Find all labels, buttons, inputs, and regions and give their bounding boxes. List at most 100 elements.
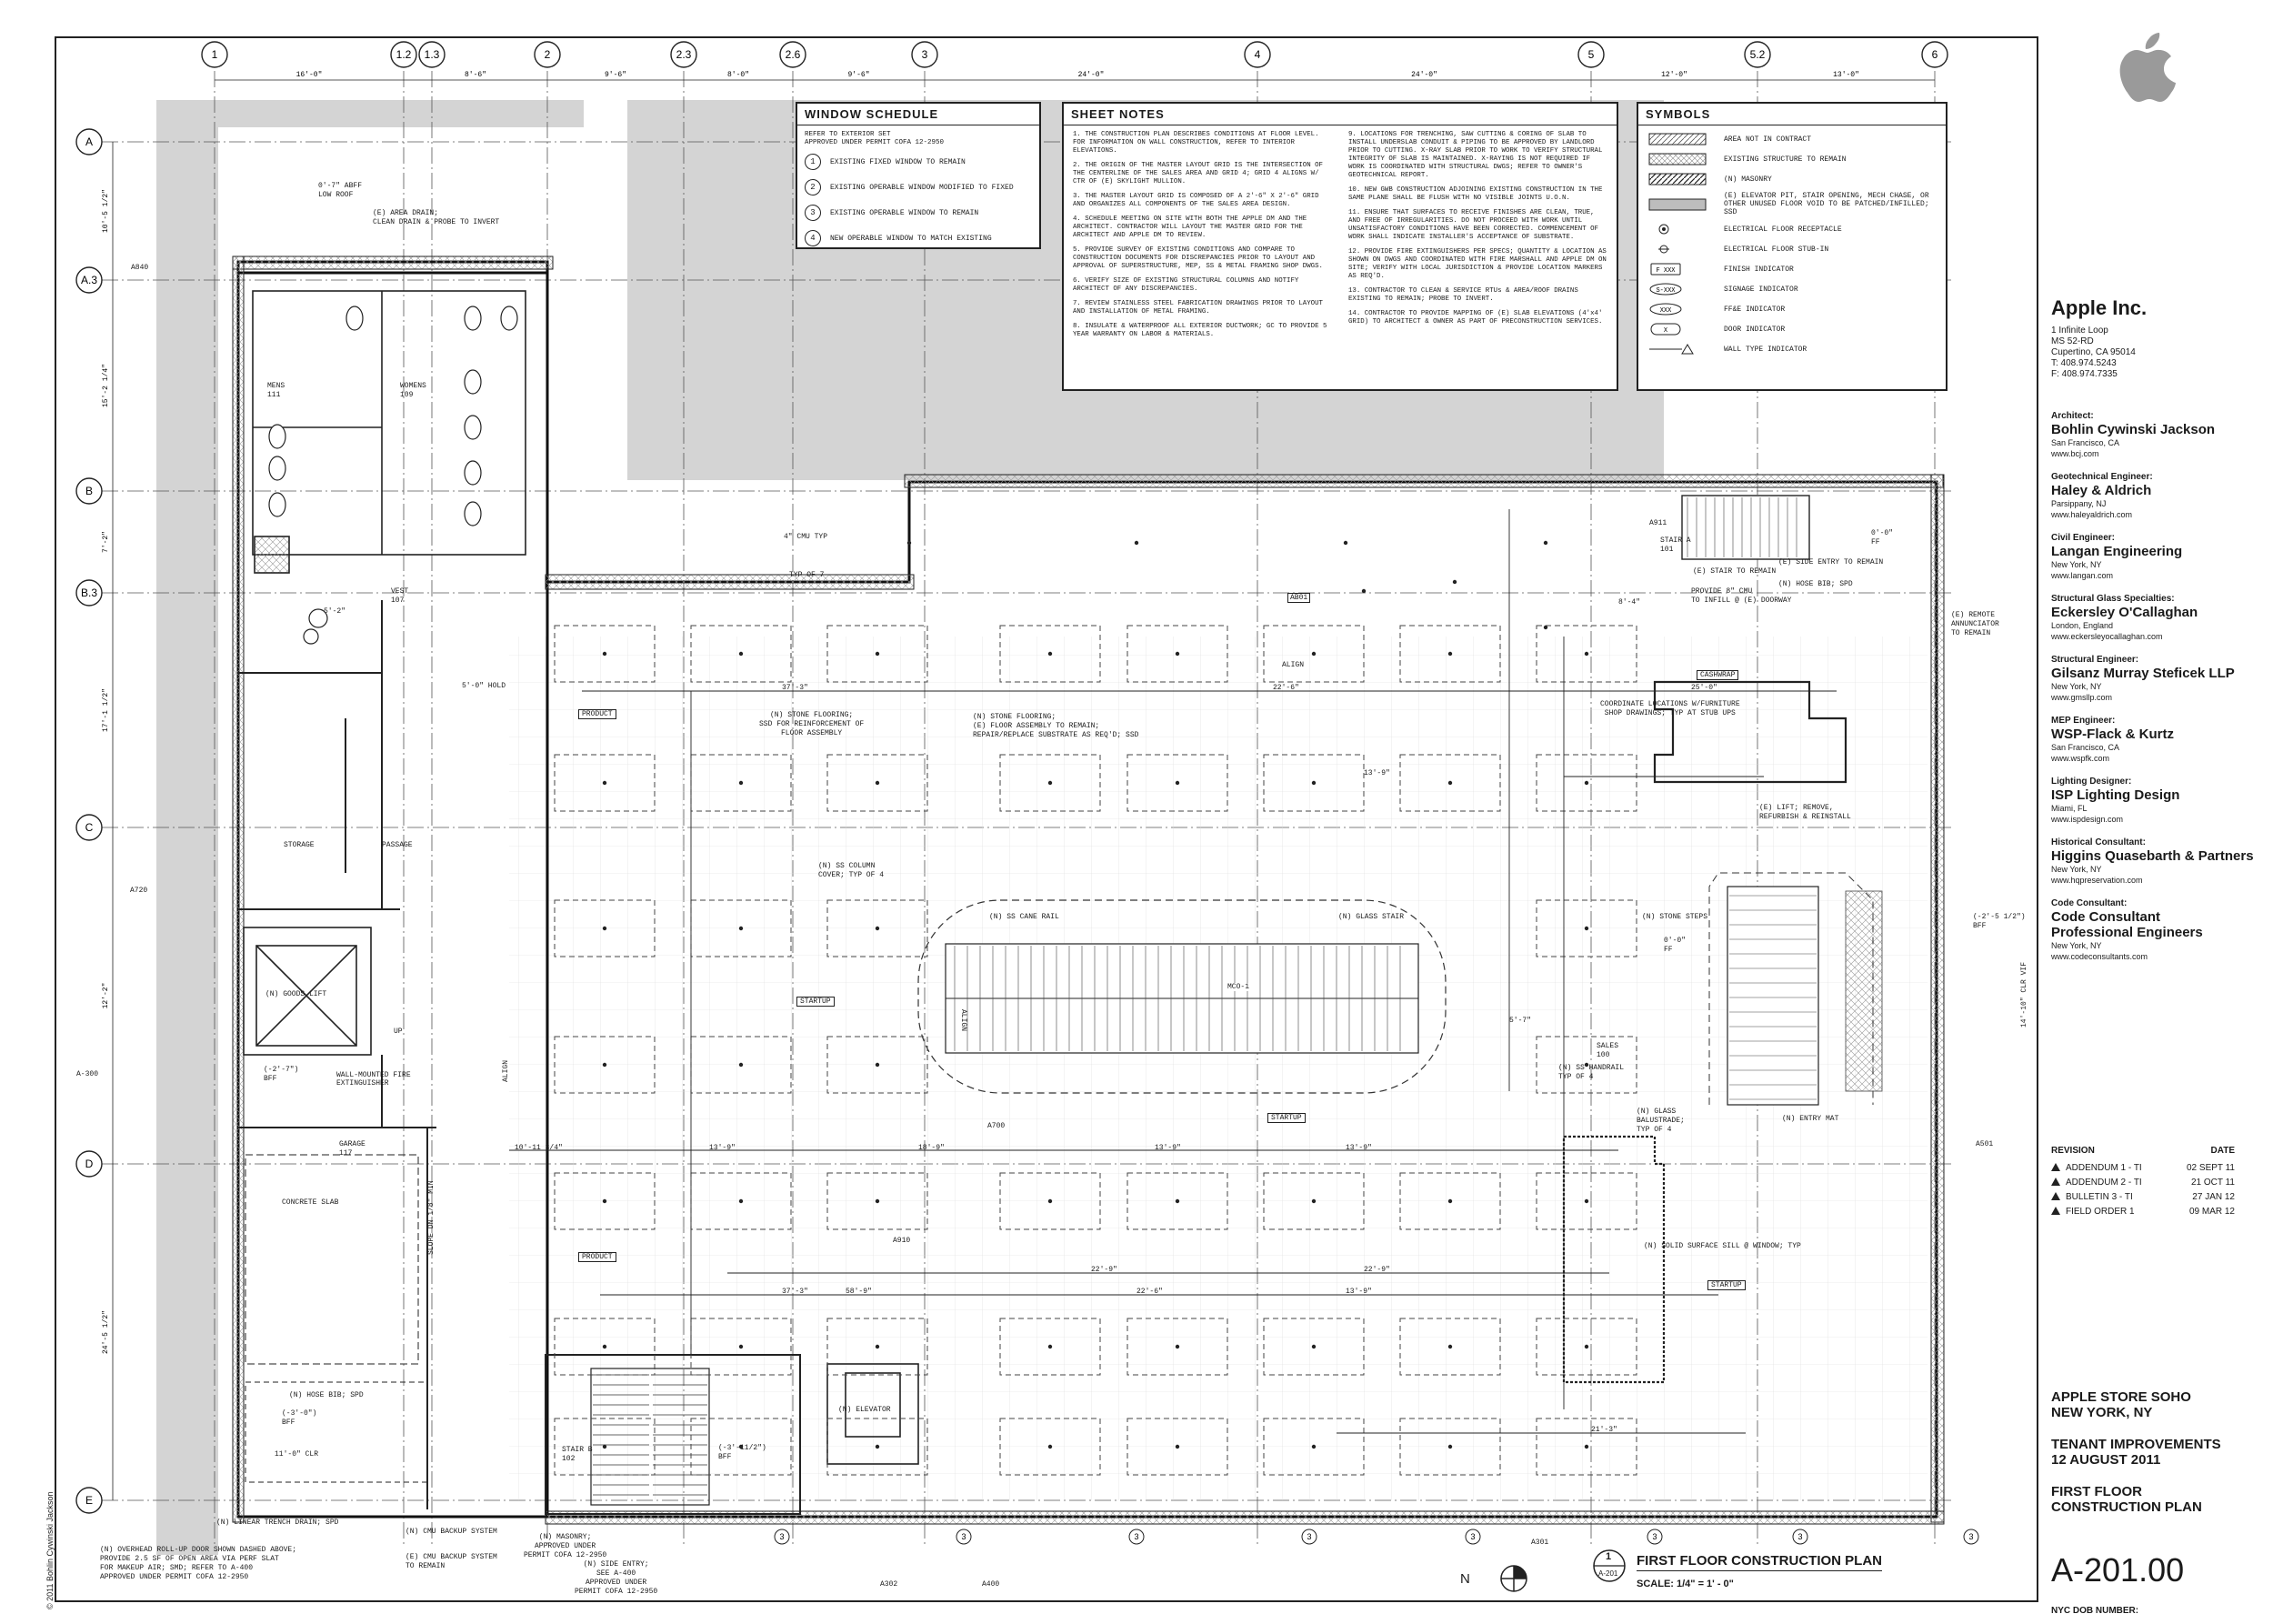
room-vest-number: 107 [391, 596, 405, 605]
callout-a910: A910 [893, 1237, 911, 1245]
symbol-key-stubin-icon [1646, 243, 1709, 256]
north-arrow [1500, 1565, 1527, 1592]
dimension-text: 22'-6" [1273, 684, 1299, 692]
sheet-note: 7. REVIEW STAINLESS STEEL FABRICATION DR… [1073, 300, 1323, 316]
fixture-table [1536, 754, 1637, 812]
hose-bib-label: (N) HOSE BIB; SPD [289, 1391, 364, 1399]
consultant-location: San Francisco, CA [2051, 743, 2120, 752]
floor-receptacle [738, 1062, 744, 1068]
symbol-text: SIGNAGE INDICATOR [1724, 285, 1798, 294]
revision-date: 09 MAR 12 [2188, 1207, 2235, 1217]
linear-trench-label: (N) LINEAR TRENCH DRAIN; SPD [216, 1519, 339, 1527]
client-address-line: Cupertino, CA 95014 [2051, 347, 2136, 357]
grid-row-spacing: 7'-2" [102, 531, 110, 553]
symbol-key-ffe-icon: XXX [1646, 303, 1709, 316]
stair-b [545, 1354, 801, 1515]
client-address-line: 1 Infinite Loop [2051, 326, 2108, 336]
consultant-website: www.haleyaldrich.com [2051, 510, 2133, 519]
symbol-key-text: X [1664, 327, 1668, 335]
dimension-lines [509, 509, 1837, 1434]
fixture-table [1126, 1418, 1228, 1476]
fixture-table [1536, 1036, 1637, 1094]
dimension-text: 13'-9" [1346, 1144, 1372, 1152]
grid-label-row: E [85, 1494, 93, 1507]
revision-label-wrap: FIELD ORDER 1 [2051, 1205, 2135, 1219]
consultant-location: Miami, FL [2051, 804, 2088, 813]
dimension-text: 22'-9" [1364, 1266, 1390, 1274]
dimension-text: 5'-0" HOLD [462, 682, 506, 690]
project-phase-2: 12 AUGUST 2011 [2051, 1452, 2161, 1468]
dimension-text: 13'-9" [1155, 1144, 1181, 1152]
grid-bubble-col: 2 [534, 41, 561, 68]
floor-receptacle [906, 540, 912, 546]
symbol-row: AREA NOT IN CONTRACT [1638, 129, 1946, 149]
sheet-title-2: CONSTRUCTION PLAN [2051, 1499, 2202, 1515]
sheet-number: A-201.00 [2051, 1551, 2185, 1589]
bff-label-4: (-2'-5 1/2") BFF [1973, 913, 2026, 930]
symbol-row: EXISTING STRUCTURE TO REMAIN [1638, 149, 1946, 169]
sheet-note: 3. THE MASTER LAYOUT GRID IS COMPOSED OF… [1073, 193, 1319, 208]
fixture-table [1536, 1318, 1637, 1376]
consultant-role: Geotechnical Engineer: [2051, 472, 2153, 482]
goods-lift-label: (N) GOODS LIFT [265, 990, 327, 998]
consultant-location: San Francisco, CA [2051, 438, 2120, 447]
grid-label-col: 1.2 [396, 48, 412, 61]
fixture-table [1263, 1418, 1365, 1476]
grid-label-col: 2.3 [676, 48, 692, 61]
symbol-key-text: F XXX [1656, 267, 1676, 275]
area-drain-label: (E) AREA DRAIN; CLEAN DRAIN & PROBE TO I… [373, 209, 500, 226]
revision-delta-icon [2051, 1163, 2060, 1171]
callout-a700: A700 [987, 1122, 1006, 1130]
window-schedule-title: WINDOW SCHEDULE [797, 104, 1039, 125]
floor-receptacle [602, 1444, 607, 1449]
floor-receptacle [738, 1344, 744, 1349]
window-type-marker: 3 [1792, 1529, 1808, 1545]
fixture-table [1399, 754, 1501, 812]
dimension-text: 21'-3" [1591, 1426, 1617, 1434]
product-label-2: PRODUCT [578, 1252, 616, 1262]
grid-col-spacing: 13'-0" [1833, 71, 1859, 79]
floor-receptacle [875, 1444, 880, 1449]
consultant-role: Code Consultant: [2051, 898, 2128, 908]
project-info: APPLE STORE SOHO NEW YORK, NY TENANT IMP… [2051, 1389, 2269, 1515]
callout-a720: A720 [130, 887, 148, 895]
room-womens-number: 109 [400, 391, 414, 399]
fixture-table [826, 1418, 928, 1476]
window-type-number: 3 [1470, 1532, 1475, 1541]
fixture-table [554, 899, 656, 957]
callout-a400: A400 [982, 1580, 1000, 1589]
fixture-table [826, 1318, 928, 1376]
window-type-marker: 3 [1647, 1529, 1663, 1545]
startup-label-1: STARTUP [796, 997, 835, 1007]
sheet-note: 2. THE ORIGIN OF THE MASTER LAYOUT GRID … [1073, 162, 1323, 185]
floor-receptacle [1047, 1444, 1053, 1449]
fixture-table [1126, 625, 1228, 683]
consultant-website: www.hqpreservation.com [2051, 876, 2143, 885]
restroom-walls [252, 290, 526, 574]
floor-receptacle [738, 1198, 744, 1204]
fixture-table [554, 625, 656, 683]
fixture-table [826, 625, 928, 683]
bff-label-1: (-2'-7") BFF [264, 1066, 299, 1083]
floor-receptacle [1452, 579, 1457, 585]
grid-bubble-col: 6 [1921, 41, 1948, 68]
dimension-text: 22'-9" [1091, 1266, 1117, 1274]
sheet-note: 4. SCHEDULE MEETING ON SITE WITH BOTH TH… [1073, 216, 1307, 239]
grid-col-spacing: 8'-0" [727, 71, 749, 79]
hatch-masonry-icon [1648, 173, 1707, 185]
ff-label-2: 0'-0" FF [1664, 937, 1687, 954]
symbol-text: (N) MASONRY [1724, 175, 1772, 184]
solid-surface-label: (N) SOLID SURFACE SILL @ WINDOW; TYP [1644, 1242, 1801, 1250]
consultant-role: Lighting Designer: [2051, 777, 2132, 787]
window-schedule-text: EXISTING FIXED WINDOW TO REMAIN [830, 157, 966, 166]
floor-receptacle [1584, 1444, 1589, 1449]
